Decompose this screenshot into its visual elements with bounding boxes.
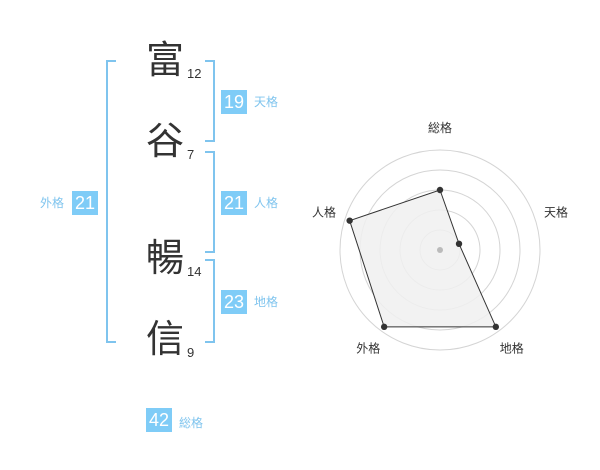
gaikaku-bracket (106, 60, 116, 343)
stroke-count-3: 14 (187, 264, 202, 279)
radar-point (492, 323, 500, 331)
jinkaku-bracket (205, 151, 215, 253)
name-char-3: 暢 (145, 236, 184, 280)
soukaku-label: 総格 (179, 416, 204, 430)
radar-axis-label: 外格 (356, 341, 380, 356)
radar-point (455, 240, 463, 248)
radar-axis-label: 総格 (428, 120, 452, 135)
chikaku-bracket (205, 259, 215, 343)
chikaku-score: 23 (221, 290, 247, 314)
chikaku-label: 地格 (254, 295, 279, 309)
radar-axis-label: 地格 (500, 341, 524, 356)
tenkaku-bracket (205, 60, 215, 142)
jinkaku-score: 21 (221, 191, 247, 215)
soukaku-score: 42 (146, 408, 172, 432)
radar-point (380, 323, 388, 331)
radar-point (346, 217, 353, 224)
stroke-count-1: 12 (187, 66, 202, 81)
name-char-1: 富 (145, 38, 184, 82)
name-char-2: 谷 (145, 119, 184, 163)
name-char-4: 信 (145, 317, 184, 361)
jinkaku-label: 人格 (254, 196, 279, 210)
gaikaku-score: 21 (72, 191, 98, 215)
tenkaku-score: 19 (221, 90, 247, 114)
tenkaku-label: 天格 (254, 95, 279, 109)
stroke-count-4: 9 (187, 345, 195, 360)
gaikaku-label: 外格 (40, 196, 65, 210)
radar-axis-label: 天格 (544, 204, 568, 219)
radar-polygon (349, 189, 497, 328)
radar-center-dot (437, 247, 443, 253)
radar-axis-label: 人格 (312, 204, 336, 219)
radar-point (436, 186, 444, 194)
stroke-count-2: 7 (187, 147, 195, 162)
